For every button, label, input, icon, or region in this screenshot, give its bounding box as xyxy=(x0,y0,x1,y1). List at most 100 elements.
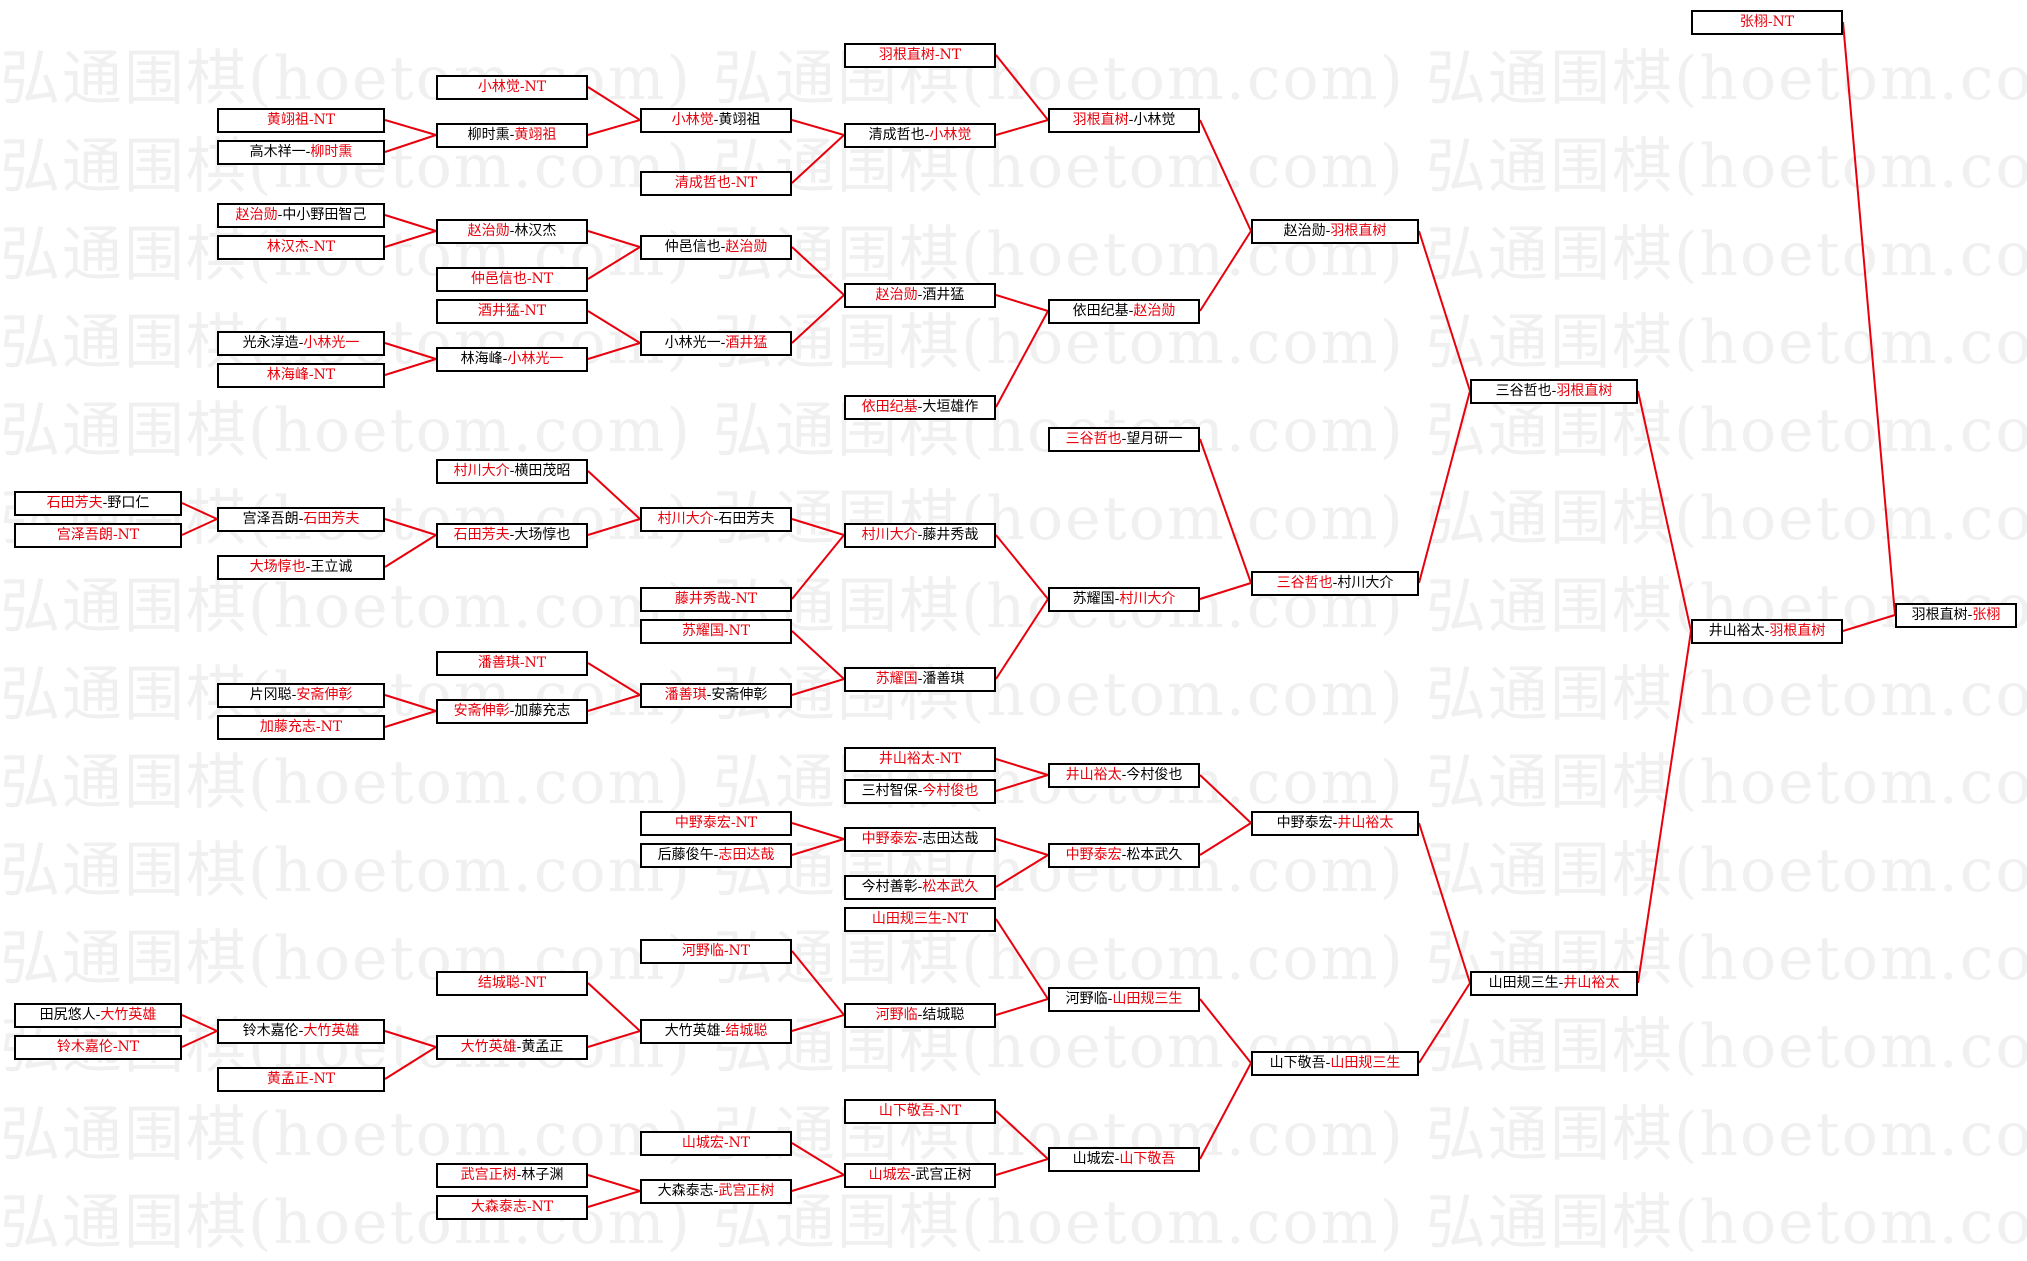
player-name: 柳时熏- xyxy=(467,126,515,143)
player-name-winner: 小林光一 xyxy=(507,350,564,367)
bracket-connector xyxy=(791,1142,845,1176)
player-name-winner: 武宫正树 xyxy=(460,1166,517,1183)
match-box-r2a14: 大森泰志-NT xyxy=(436,1194,588,1220)
player-name: 片冈聪- xyxy=(249,686,297,703)
match-box-r1a4: 林汉杰-NT xyxy=(217,234,385,260)
bracket-connector xyxy=(791,1174,845,1192)
match-box-r3a14: 大森泰志-武宫正树 xyxy=(640,1178,792,1204)
bracket-connector xyxy=(995,838,1049,856)
bracket-connector xyxy=(791,822,845,840)
player-name-winner: 赵治勋 xyxy=(235,206,278,223)
player-name: -志田达哉 xyxy=(917,830,979,847)
match-box-r1a10: 黄孟正-NT xyxy=(217,1066,385,1092)
bracket-connector xyxy=(1842,21,1896,616)
bracket-connector xyxy=(791,950,845,1016)
player-name: 铃木嘉伦- xyxy=(242,1022,304,1039)
player-name-winner: -NT xyxy=(723,622,751,639)
match-box-r3a7: 苏耀国-NT xyxy=(640,618,792,644)
bracket-connector xyxy=(1842,614,1896,632)
player-name-winner: -NT xyxy=(934,46,962,63)
bracket-connector xyxy=(384,1046,437,1080)
bracket-connector xyxy=(384,214,437,232)
player-name: 小林光一- xyxy=(664,334,726,351)
bracket-connector xyxy=(995,918,1049,1000)
player-name-winner: 加藤充志 xyxy=(259,718,316,735)
bracket-connector xyxy=(791,246,845,296)
match-box-r5a8: 山城宏-山下敬吾 xyxy=(1048,1146,1200,1172)
match-box-r5a4: 苏耀国-村川大介 xyxy=(1048,586,1200,612)
player-name: 羽根直树- xyxy=(1911,606,1973,623)
bracket-connector xyxy=(587,982,641,1032)
bracket-connector xyxy=(1199,822,1252,856)
player-name: -村川大介 xyxy=(1332,574,1394,591)
match-box-r5a1: 羽根直树-小林觉 xyxy=(1048,107,1200,133)
bracket-connector xyxy=(791,119,845,136)
player-name-winner: 羽根直树 xyxy=(878,46,935,63)
match-box-r1a1: 黄翊祖-NT xyxy=(217,107,385,133)
bracket-connector xyxy=(587,246,641,280)
bracket-connector xyxy=(587,1190,641,1208)
match-box-r7a1: 三谷哲也-羽根直树 xyxy=(1470,378,1638,404)
match-box-r7a2: 山田规三生-井山裕太 xyxy=(1470,970,1638,996)
player-name: 山下敬吾- xyxy=(1269,1054,1331,1071)
match-box-r2a7: 村川大介-横田茂昭 xyxy=(436,458,588,484)
bracket-connector xyxy=(791,630,845,680)
bracket-connector xyxy=(384,358,437,376)
player-name: -林汉杰 xyxy=(509,222,557,239)
player-name-winner: -NT xyxy=(308,366,336,383)
match-box-r3a10: 后藤俊午-志田达哉 xyxy=(640,842,792,868)
bracket-connector xyxy=(995,534,1049,600)
match-box-r2a12: 大竹英雄-黄孟正 xyxy=(436,1034,588,1060)
player-name: -横田茂昭 xyxy=(509,462,571,479)
match-box-r8a1: 井山裕太-羽根直树 xyxy=(1691,618,1843,644)
player-name-winner: 三谷哲也 xyxy=(1065,430,1122,447)
player-name-winner: -NT xyxy=(519,78,547,95)
bracket-connector xyxy=(181,518,218,536)
bracket-connector xyxy=(1199,774,1252,824)
match-box-r3a12: 大竹英雄-结城聪 xyxy=(640,1018,792,1044)
player-name-winner: 中野泰宏 xyxy=(861,830,918,847)
player-name-winner: 潘善琪 xyxy=(664,686,707,703)
match-box-r9a1: 羽根直树-张栩 xyxy=(1895,602,2017,628)
match-box-r4a12: 河野临-结城聪 xyxy=(844,1002,996,1028)
player-name-winner: 大竹英雄 xyxy=(460,1038,517,1055)
match-box-r2a1: 小林觉-NT xyxy=(436,74,588,100)
match-box-r1a7: 片冈聪-安斋伸彰 xyxy=(217,682,385,708)
player-name-winner: 中野泰宏 xyxy=(1065,846,1122,863)
player-name-winner: 今村俊也 xyxy=(922,782,979,799)
match-box-r1a11: 宫泽吾朗-石田芳夫 xyxy=(217,506,385,532)
match-box-r6a4: 山下敬吾-山田规三生 xyxy=(1251,1050,1419,1076)
match-box-r4a3: 赵治勋-酒井猛 xyxy=(844,282,996,308)
match-box-r2a11: 结城聪-NT xyxy=(436,970,588,996)
player-name-winner: 黄翊祖 xyxy=(266,111,309,128)
player-name-winner: 石田芳夫 xyxy=(303,510,360,527)
bracket-connector xyxy=(587,310,641,344)
match-box-r6a1: 赵治勋-羽根直树 xyxy=(1251,218,1419,244)
player-name-winner: 安斋伸彰 xyxy=(453,702,510,719)
player-name-winner: 村川大介 xyxy=(1119,590,1176,607)
match-box-r1a12: 大场惇也-王立诚 xyxy=(217,554,385,580)
bracket-connector xyxy=(587,1174,641,1192)
bracket-connector xyxy=(995,1158,1049,1176)
player-name: -大场惇也 xyxy=(509,526,571,543)
bracket-connector xyxy=(587,86,641,121)
match-box-r0a4: 铃木嘉伦-NT xyxy=(14,1034,182,1060)
player-name-winner: -NT xyxy=(934,1102,962,1119)
match-box-r5a6: 中野泰宏-松本武久 xyxy=(1048,842,1200,868)
bracket-connector xyxy=(1199,1062,1252,1160)
player-name-winner: 宫泽吾朗 xyxy=(56,526,113,543)
bracket-connector xyxy=(1199,582,1252,600)
match-box-r3a2: 清成哲也-NT xyxy=(640,170,792,196)
player-name-winner: 大场惇也 xyxy=(249,558,306,575)
bracket-connector xyxy=(384,230,437,248)
bracket-connector xyxy=(1199,230,1252,312)
match-box-r6a3: 中野泰宏-井山裕太 xyxy=(1251,810,1419,836)
match-box-r3a9: 中野泰宏-NT xyxy=(640,810,792,836)
match-box-r4a6: 苏耀国-潘善琪 xyxy=(844,666,996,692)
player-name-winner: 井山裕太 xyxy=(1563,974,1620,991)
player-name: 三谷哲也- xyxy=(1495,382,1557,399)
player-name-winner: 井山裕太 xyxy=(878,750,935,767)
bracket-connector xyxy=(791,838,845,856)
match-box-r0a2: 宫泽吾朗-NT xyxy=(14,522,182,548)
